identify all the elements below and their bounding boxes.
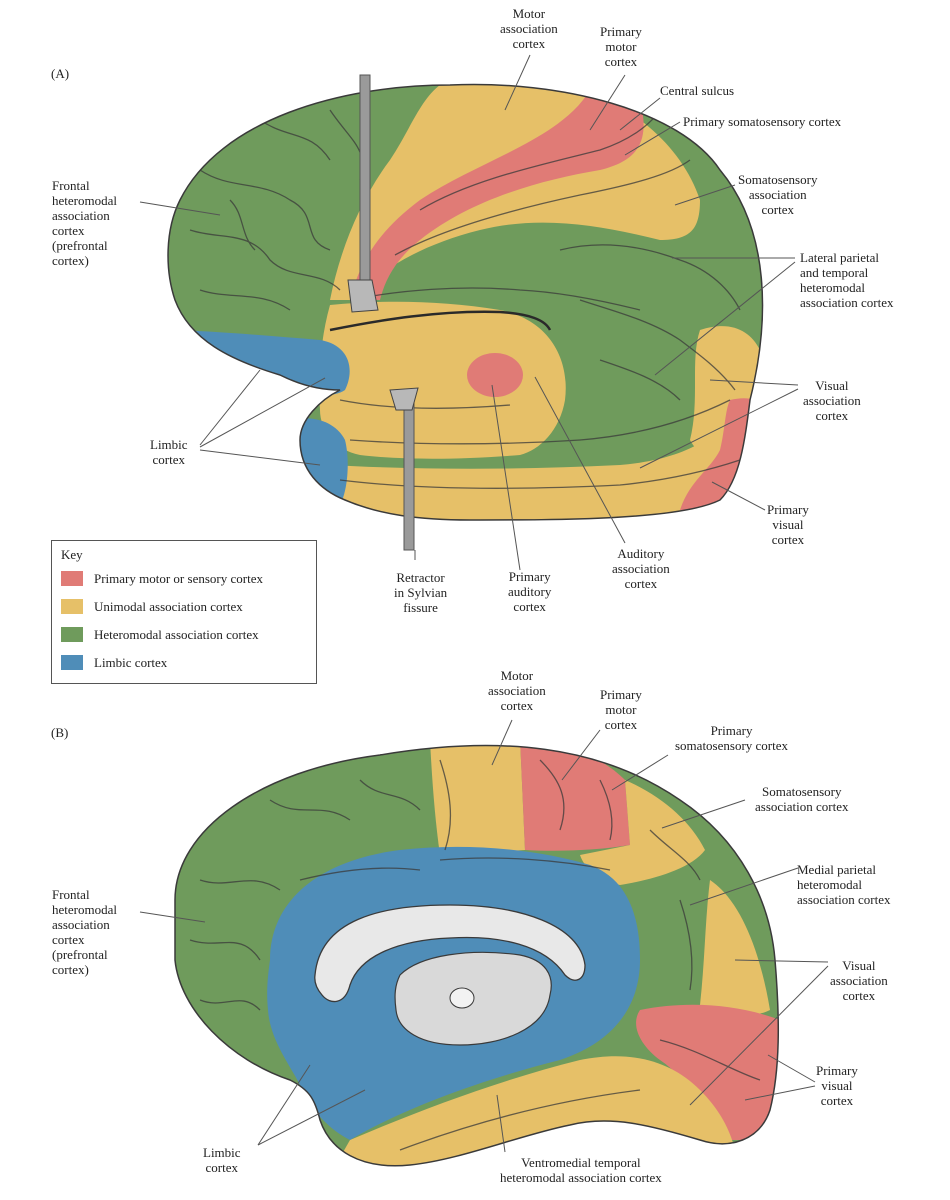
label-b-primary-motor-cortex: Primary motor cortex [600,687,642,732]
label-b-frontal-heteromodal-cortex: Frontal heteromodal association cortex (… [52,887,117,977]
label-a-primary-somatosensory-cortex: Primary somatosensory cortex [683,114,842,129]
lateral-brain-outline [167,83,764,521]
medial-primary-motor-somato [520,745,630,851]
label-b-ventromedial-temporal-cortex: Ventromedial temporal heteromodal associ… [500,1155,662,1185]
label-a-lateral-parietal-temporal: Lateral parietal and temporal heteromoda… [800,250,894,310]
label-a-somatosensory-association-cortex: Somatosensory association cortex [738,172,818,217]
medial-sulci [189,759,761,1151]
key-title: Key [61,547,83,562]
label-a-central-sulcus: Central sulcus [660,83,735,98]
label-a-visual-association-cortex: Visual association cortex [803,378,861,423]
medial-unimodal-somato-assoc [580,780,705,885]
medial-unimodal-visual-assoc [700,880,770,1016]
label-a-limbic-cortex: Limbic cortex [150,437,188,467]
color-key: Key Primary motor or sensory cortex Unim… [51,540,317,684]
medial-primary-visual [636,1004,779,1140]
medial-brain-outline [174,744,780,1167]
key-swatch-limbic [61,655,83,670]
label-a-primary-visual-cortex: Primary visual cortex [767,502,809,547]
label-a-motor-association-cortex: Motor association cortex [500,6,558,51]
key-swatch-heteromodal [61,627,83,642]
lateral-primary-motor-somato-band [350,90,644,300]
label-b-medial-parietal-heteromodal: Medial parietal heteromodal association … [797,862,891,907]
key-label-heteromodal: Heteromodal association cortex [94,627,259,642]
lateral-primary-auditory [467,353,523,397]
lateral-unimodal-temporal [319,301,566,459]
label-b-visual-association-cortex: Visual association cortex [830,958,888,1003]
label-a-retractor: Retractor in Sylvian fissure [394,570,448,615]
label-b-motor-association-cortex: Motor association cortex [488,668,546,713]
corpus-callosum [314,904,586,1046]
label-b-primary-somatosensory-cortex: Primary somatosensory cortex [675,723,789,753]
medial-unimodal-motor-assoc [430,745,525,855]
retractor-lower [389,387,419,551]
label-a-primary-motor-cortex: Primary motor cortex [600,24,642,69]
key-swatch-unimodal [61,599,83,614]
panel-a-tag: (A) [51,66,70,81]
label-b-primary-visual-cortex: Primary visual cortex [816,1063,858,1108]
lateral-unimodal-inferior-temporal [320,400,760,520]
key-label-unimodal: Unimodal association cortex [94,599,243,614]
retractor-upper [347,74,379,313]
label-b-somatosensory-association-cortex: Somatosensory association cortex [755,784,849,814]
label-a-frontal-heteromodal-cortex: Frontal heteromodal association cortex (… [52,178,117,268]
key-label-primary: Primary motor or sensory cortex [94,571,263,586]
key-swatch-primary [61,571,83,586]
label-a-primary-auditory-cortex: Primary auditory cortex [508,569,552,614]
label-b-limbic-cortex: Limbic cortex [203,1145,241,1175]
panel-b-tag: (B) [51,725,69,740]
medial-leader-lines [139,719,829,1153]
key-label-limbic: Limbic cortex [94,655,168,670]
label-a-auditory-association-cortex: Auditory association cortex [612,546,670,591]
lateral-brain [168,84,763,520]
sylvian-fissure [329,310,552,332]
lateral-leader-lines [139,54,799,571]
